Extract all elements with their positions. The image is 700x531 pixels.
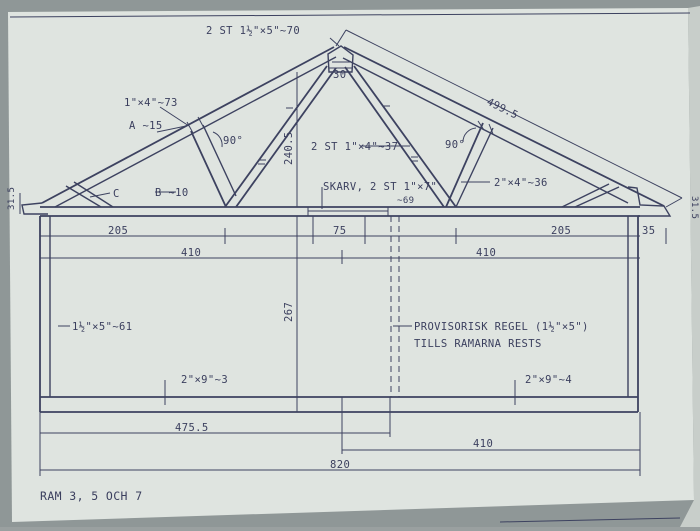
temp-brace-label-1: PROVISORISK REGEL (1½"×5")	[414, 321, 589, 333]
left-brace-label: 1"×4"~73	[124, 97, 178, 109]
left-eave-tail	[21, 202, 48, 215]
splice-dim-label: 75	[333, 225, 346, 237]
eave-height-label: 31.5	[7, 187, 17, 210]
apex-width-label: 30	[333, 69, 346, 81]
span-left-label: 410	[181, 247, 201, 259]
drawing-title: RAM 3, 5 OCH 7	[40, 489, 143, 503]
rafter-dim-ext-2	[665, 197, 683, 208]
paper	[8, 8, 694, 522]
temp-brace-label-2: TILLS RAMARNA RESTS	[414, 338, 542, 350]
wall-frame	[39, 207, 639, 413]
member-c-1	[65, 185, 102, 208]
roof-truss	[21, 45, 672, 217]
right-brace-label: 2"×4"~36	[494, 177, 548, 189]
member-c-leader	[89, 192, 111, 198]
truss-height-label: 240.5	[283, 131, 295, 165]
left-center-web-2	[235, 67, 337, 208]
sheet-border-top	[9, 12, 691, 18]
member-c-label: C	[113, 188, 120, 200]
right-rafter-bottom	[342, 57, 629, 204]
left-angle-label: 90°	[223, 135, 243, 147]
right-strut-1	[445, 122, 484, 208]
base-left-label: 475.5	[175, 422, 209, 434]
splice-length-label: ~69	[397, 196, 414, 206]
rafter-a-leader	[156, 125, 187, 133]
left-brace-leader	[159, 106, 190, 127]
right-center-web-2	[353, 65, 457, 208]
right-angle-arc	[462, 127, 477, 143]
right-gusset-tick-1	[477, 120, 485, 131]
left-gusset-tick-2	[197, 116, 205, 129]
right-center-web-1	[344, 66, 445, 208]
base-right-label: 410	[473, 438, 493, 450]
member-c-2	[73, 181, 114, 208]
right-eave-tail	[627, 186, 672, 217]
wall-height-label: 267	[283, 302, 295, 322]
top-member-leader	[329, 37, 340, 47]
member-b-label: B ~10	[155, 187, 189, 199]
right-angle-label: 90°	[445, 139, 465, 151]
rafter-length-dim	[345, 29, 683, 199]
left-strut-1	[190, 130, 227, 208]
post-label: 1½"×5"~61	[72, 321, 133, 333]
overhang-label: 35	[642, 225, 655, 237]
right-rafter-top	[343, 46, 665, 207]
paper-edge	[680, 6, 700, 527]
center-braces-label: 2 ST 1"×4"~37	[311, 141, 398, 153]
right-lower-brace-2	[574, 186, 620, 208]
left-angle-arc	[212, 131, 223, 148]
apex-block	[327, 45, 354, 73]
right-strut-2	[455, 127, 494, 208]
left-strut-2	[202, 124, 237, 197]
rafter-a-label: A ~15	[129, 120, 163, 132]
sill-right-label: 2"×9"~4	[525, 374, 572, 386]
right-gusset-tick-2	[488, 123, 494, 135]
total-width-label: 820	[330, 459, 350, 471]
sheet-border-bottom	[499, 517, 681, 523]
half-right-label: 205	[551, 225, 571, 237]
top-member-label: 2 ST 1½"×5"~70	[206, 25, 300, 37]
dimension-lines	[19, 29, 683, 476]
rafter-dim-ext-1	[335, 29, 347, 47]
left-gusset-tick-1	[186, 121, 194, 134]
right-lower-brace-1	[561, 183, 610, 208]
splice-label: SKARV, 2 ST 1"×7"	[323, 181, 437, 193]
half-left-label: 205	[108, 225, 128, 237]
span-right-label: 410	[476, 247, 496, 259]
sill-left-label: 2"×9"~3	[181, 374, 228, 386]
left-center-web-1	[224, 65, 328, 208]
right-edge-label: 31.5	[689, 196, 699, 219]
left-rafter-bottom	[54, 56, 337, 208]
